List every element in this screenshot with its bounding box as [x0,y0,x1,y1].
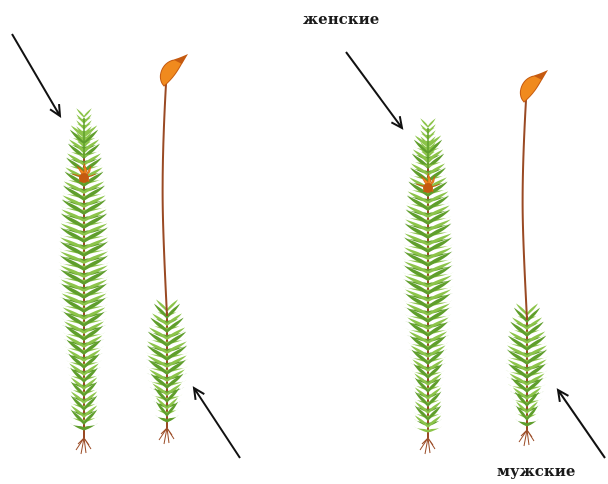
rhizoids [159,428,174,444]
rhizoids [519,430,534,446]
rhizoids [420,438,435,454]
left-female-plant [58,108,110,454]
right-male-plant [505,70,549,446]
arrow-male [558,390,605,458]
left-male-plant [145,54,189,444]
capsule [160,54,188,86]
capsule [520,70,548,102]
male-label: мужские [497,462,575,480]
arrow-bottom-left [194,388,240,458]
female-label: женские [303,10,379,28]
rhizoids [76,438,91,454]
seta [163,84,167,316]
arrow-top-left [12,34,60,116]
arrow-female [346,52,402,128]
seta [523,100,527,320]
right-female-plant [402,118,454,454]
